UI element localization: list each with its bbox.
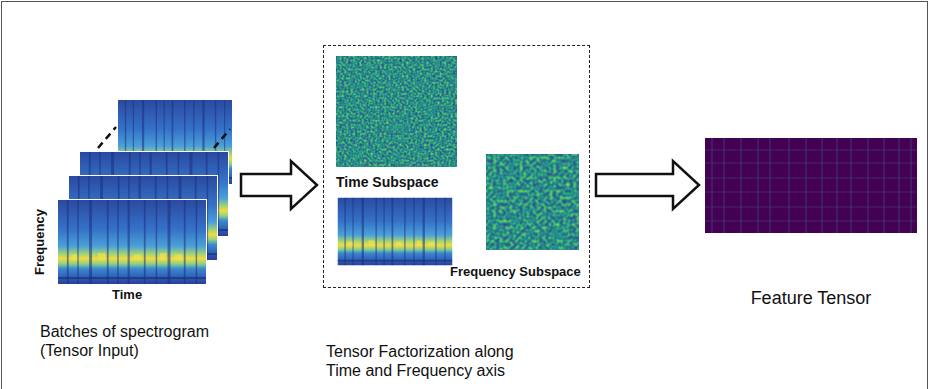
subspace-label: Time Subspace: [336, 174, 438, 191]
input-group: Batches of spectrogram (Tensor Input): [30, 100, 235, 370]
feature-tensor-image: [705, 138, 917, 233]
stack-dash: [214, 129, 230, 148]
axis-label: Frequency: [32, 209, 48, 275]
axis-label: Time: [112, 287, 142, 303]
hollow-arrow: [241, 161, 317, 209]
frequency-subspace-group: Frequency Subspace: [450, 154, 584, 284]
core-spectrogram: [338, 198, 453, 266]
subspace-label: Frequency Subspace: [450, 264, 581, 280]
time-subspace-matrix: [337, 57, 457, 167]
factorization-caption: Tensor Factorization along Time and Freq…: [326, 342, 541, 380]
spectrogram-stack: [57, 99, 233, 285]
input-caption: Batches of spectrogram (Tensor Input): [40, 322, 230, 360]
feature-tensor-group: Feature Tensor: [705, 138, 920, 313]
factorization-box: Tensor Factorization along Time and Freq…: [323, 45, 590, 288]
hollow-arrow: [596, 161, 699, 209]
time-subspace-group: Time Subspace: [336, 56, 461, 191]
stack-dash: [98, 127, 116, 148]
frequency-subspace-matrix: [487, 155, 579, 250]
output-caption: Feature Tensor: [705, 288, 917, 310]
